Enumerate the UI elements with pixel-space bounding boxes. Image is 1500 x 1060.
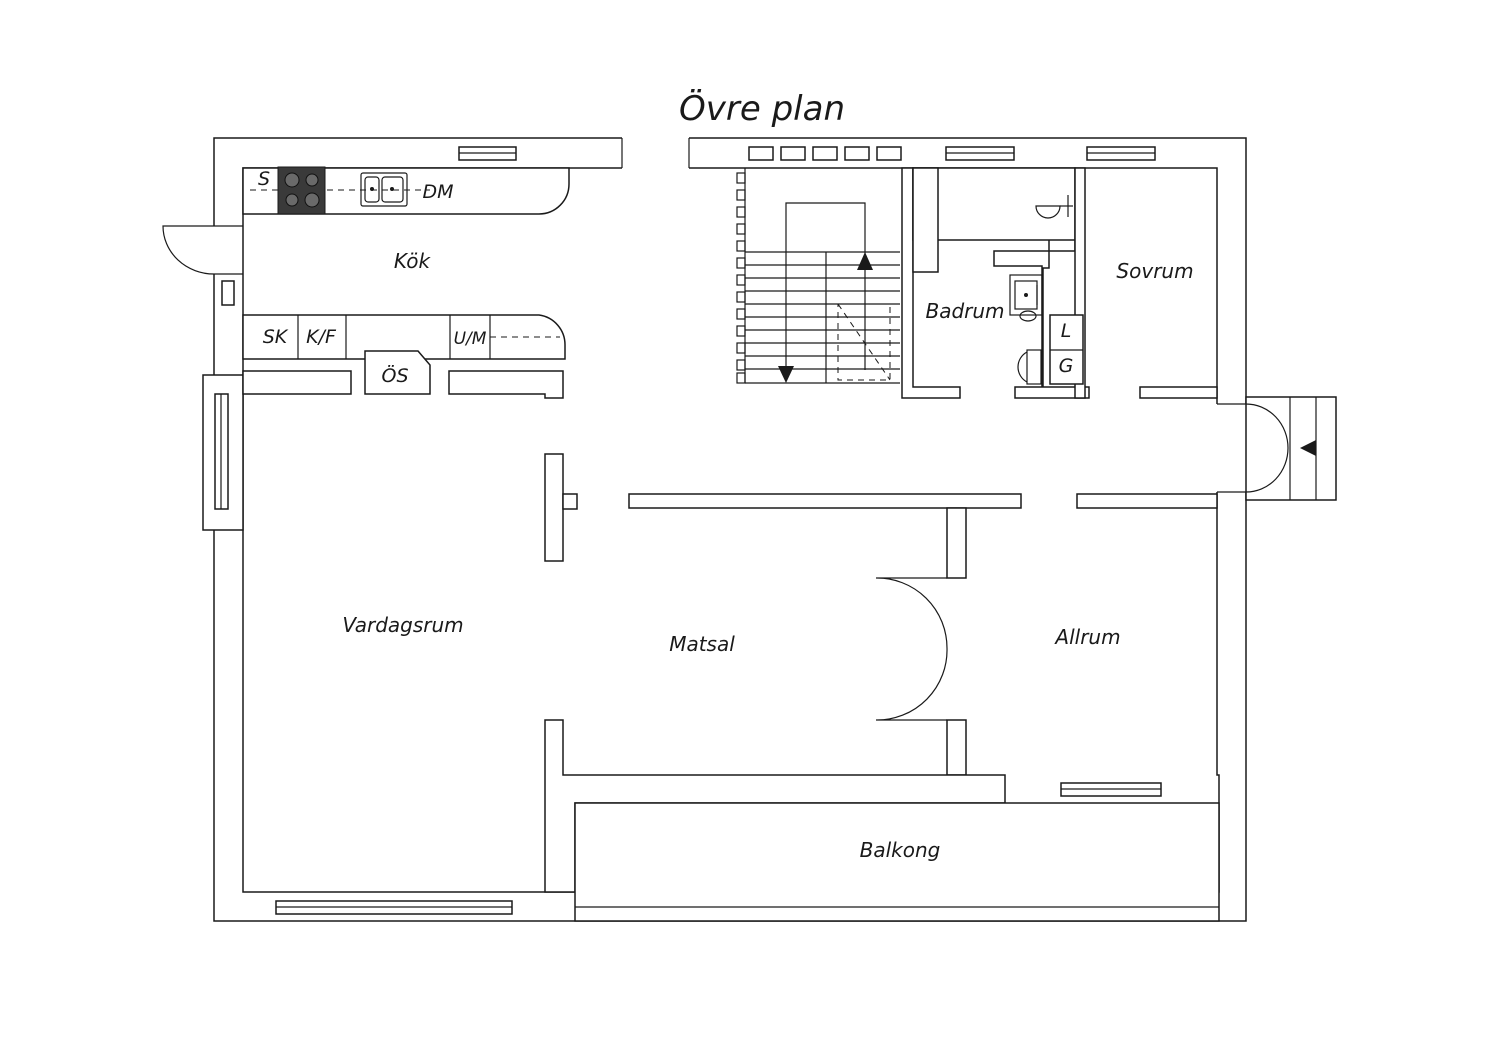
bedroom: Sovrum — [1116, 259, 1218, 399]
stove-icon — [277, 166, 326, 215]
entrance-arrow-icon — [1300, 440, 1316, 456]
room-label-badrum: Badrum — [925, 299, 1004, 323]
stair-down-arrow-icon — [778, 366, 794, 383]
room-label-kok: Kök — [394, 249, 432, 273]
fixture-g: G — [1059, 355, 1074, 377]
fixture-um: U/M — [454, 329, 487, 349]
double-door-icon — [875, 577, 948, 721]
fixture-l: L — [1061, 320, 1072, 342]
fixture-dm: DM — [422, 181, 453, 203]
top-windows — [458, 146, 1156, 161]
sink-icon — [360, 172, 408, 207]
fixture-kf: K/F — [306, 326, 337, 348]
fixture-s: S — [258, 168, 270, 190]
bathroom: Badrum L G — [901, 167, 1090, 399]
kitchen: S DM Kök SK K/F U/M ÖS — [242, 166, 570, 399]
room-label-sovrum: Sovrum — [1116, 259, 1193, 283]
plan-title: Övre plan — [679, 88, 845, 129]
stair-up-arrow-icon — [857, 252, 873, 270]
outer-walls — [213, 137, 1247, 922]
right-entrance — [1216, 396, 1337, 501]
room-label-balkong: Balkong — [860, 838, 941, 862]
sink-icon — [1035, 195, 1073, 219]
room-label-allrum: Allrum — [1053, 625, 1120, 649]
fixture-os: ÖS — [381, 364, 408, 387]
fixture-sk: SK — [263, 326, 289, 348]
room-label-matsal: Matsal — [669, 632, 735, 656]
room-label-vardagsrum: Vardagsrum — [342, 613, 463, 637]
left-door-icon — [162, 225, 215, 275]
staircase — [736, 168, 900, 384]
left-openings — [162, 225, 244, 531]
bathroom-sink-icon — [1009, 274, 1043, 322]
toilet-icon — [1017, 349, 1042, 385]
interior-walls — [544, 453, 1220, 922]
